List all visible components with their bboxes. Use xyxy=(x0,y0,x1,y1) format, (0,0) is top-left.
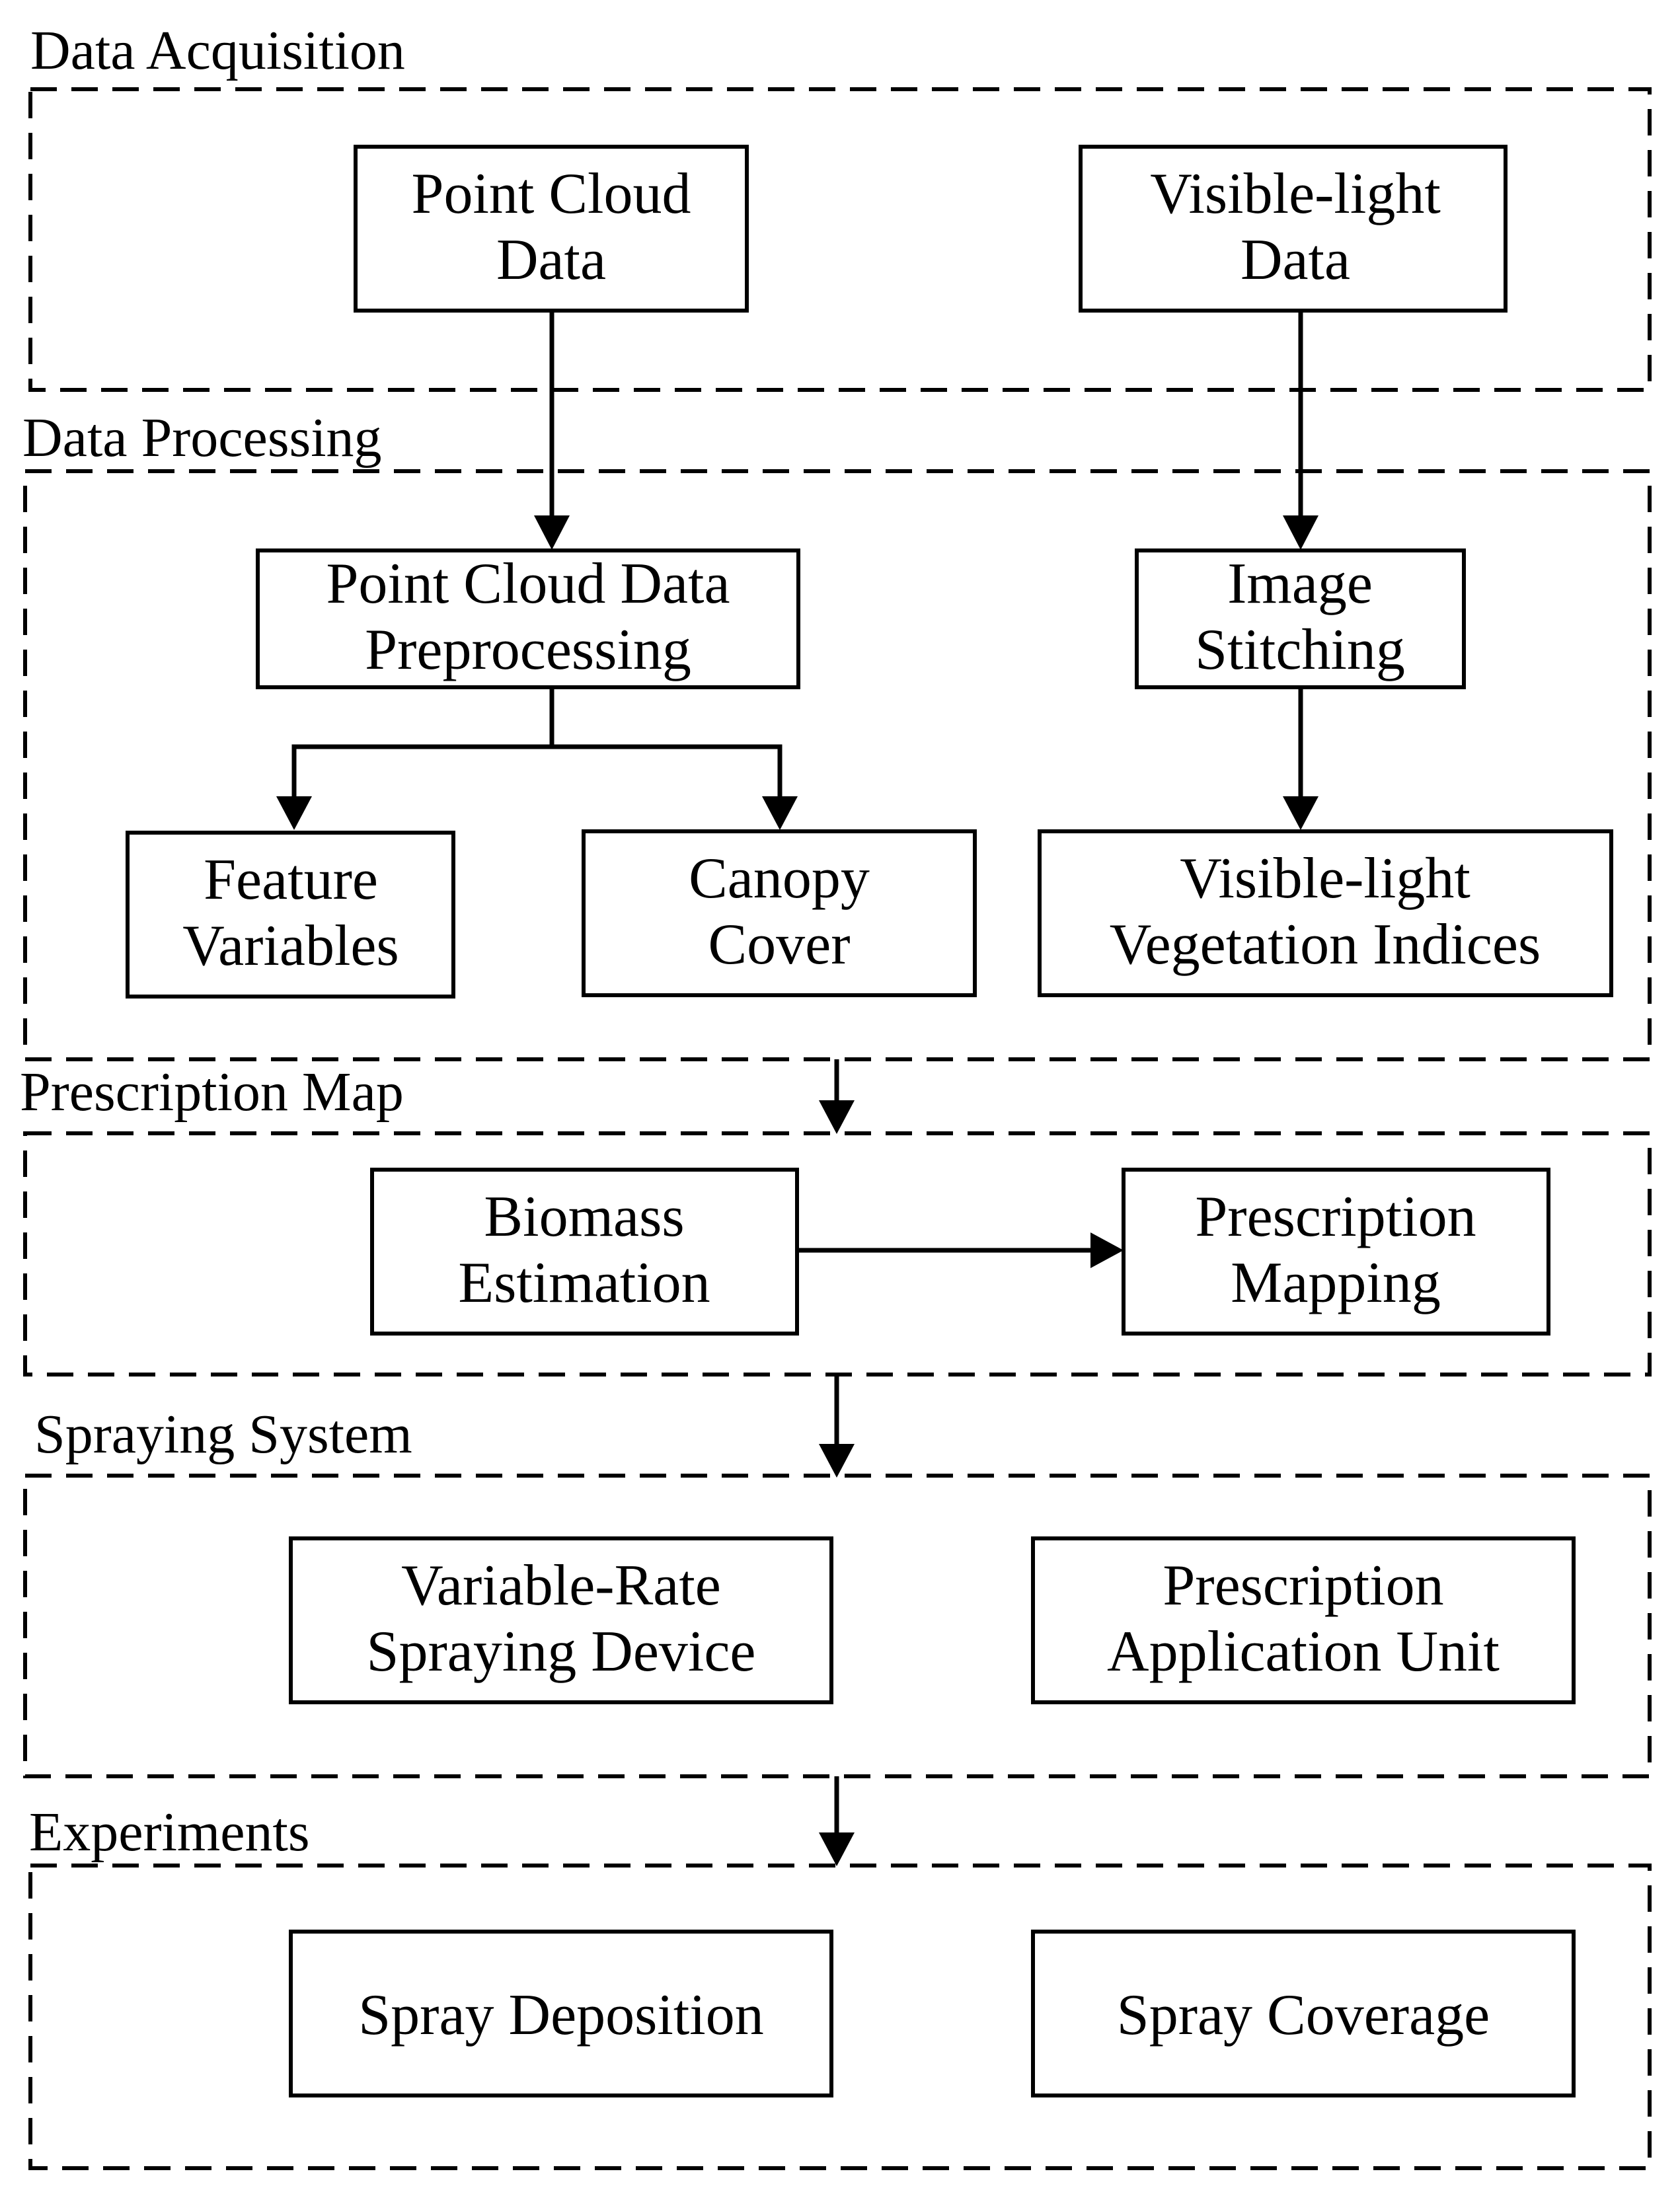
connector-preprocessing-split xyxy=(291,687,554,800)
prescription-application-unit-box: Prescription Application Unit xyxy=(1031,1536,1576,1704)
preprocessing-line1: Point Cloud Data xyxy=(326,552,730,616)
feature-variables-box: Feature Variables xyxy=(126,831,455,999)
canopy-cover-line1: Canopy xyxy=(689,847,870,911)
application-unit-line1: Prescription xyxy=(1163,1554,1443,1618)
preprocessing-line2: Preprocessing xyxy=(365,618,691,682)
arrowhead-spraying-section xyxy=(819,1444,855,1478)
connector-preprocessing-split-right xyxy=(552,744,783,800)
section-prescription-label: Prescription Map xyxy=(20,1061,404,1123)
point-cloud-data-box: Point Cloud Data xyxy=(354,145,749,313)
image-stitching-box: Image Stitching xyxy=(1135,548,1466,689)
biomass-estimation-box: Biomass Estimation xyxy=(370,1168,799,1336)
spray-deposition-box: Spray Deposition xyxy=(289,1930,833,2097)
variable-rate-line1: Variable-Rate xyxy=(401,1554,721,1618)
vegetation-indices-line1: Visible-light xyxy=(1180,847,1470,911)
point-cloud-preprocessing-box: Point Cloud Data Preprocessing xyxy=(256,548,800,689)
application-unit-line2: Application Unit xyxy=(1107,1620,1500,1684)
image-stitching-line2: Stitching xyxy=(1195,618,1405,682)
section-spraying-label: Spraying System xyxy=(34,1404,412,1465)
arrowhead-canopy-cover xyxy=(762,796,798,830)
spray-coverage-label: Spray Coverage xyxy=(1117,1983,1490,2047)
arrowhead-visible xyxy=(1283,515,1318,550)
section-acquisition-frame xyxy=(28,87,1652,392)
arrowhead-experiments-section xyxy=(819,1832,855,1866)
vegetation-indices-box: Visible-light Vegetation Indices xyxy=(1038,829,1613,997)
arrowhead-processing-section xyxy=(819,1100,855,1134)
arrowhead-indices xyxy=(1283,796,1318,830)
prescription-mapping-line1: Prescription xyxy=(1195,1185,1476,1249)
connectors xyxy=(276,311,1318,1866)
visible-light-data-line1: Visible-light xyxy=(1150,162,1441,226)
section-processing-label: Data Processing xyxy=(22,407,382,469)
visible-light-data-line2: Data xyxy=(1241,228,1350,292)
canopy-cover-line2: Cover xyxy=(708,913,850,977)
arrowhead-feature-variables xyxy=(276,796,312,830)
prescription-mapping-line2: Mapping xyxy=(1231,1251,1441,1315)
visible-light-data-box: Visible-light Data xyxy=(1079,145,1508,313)
canopy-cover-box: Canopy Cover xyxy=(582,829,977,997)
point-cloud-data-line1: Point Cloud xyxy=(412,162,691,226)
feature-variables-line1: Feature xyxy=(204,848,378,912)
spray-deposition-label: Spray Deposition xyxy=(358,1983,764,2047)
section-acquisition-label: Data Acquisition xyxy=(30,20,405,81)
prescription-mapping-box: Prescription Mapping xyxy=(1122,1168,1550,1336)
variable-rate-line2: Spraying Device xyxy=(367,1620,756,1684)
section-spraying-frame xyxy=(23,1474,1652,1778)
point-cloud-data-line2: Data xyxy=(496,228,606,292)
arrowhead-pointcloud xyxy=(534,515,570,550)
feature-variables-line2: Variables xyxy=(182,914,399,978)
spray-coverage-box: Spray Coverage xyxy=(1031,1930,1576,2097)
section-experiments-frame xyxy=(28,1864,1652,2170)
arrowhead-mapping xyxy=(1090,1232,1124,1268)
variable-rate-device-box: Variable-Rate Spraying Device xyxy=(289,1536,833,1704)
image-stitching-line1: Image xyxy=(1227,552,1373,616)
section-experiments-label: Experiments xyxy=(29,1801,310,1863)
vegetation-indices-line2: Vegetation Indices xyxy=(1110,913,1541,977)
biomass-estimation-line1: Biomass xyxy=(484,1185,684,1249)
biomass-estimation-line2: Estimation xyxy=(458,1251,710,1315)
